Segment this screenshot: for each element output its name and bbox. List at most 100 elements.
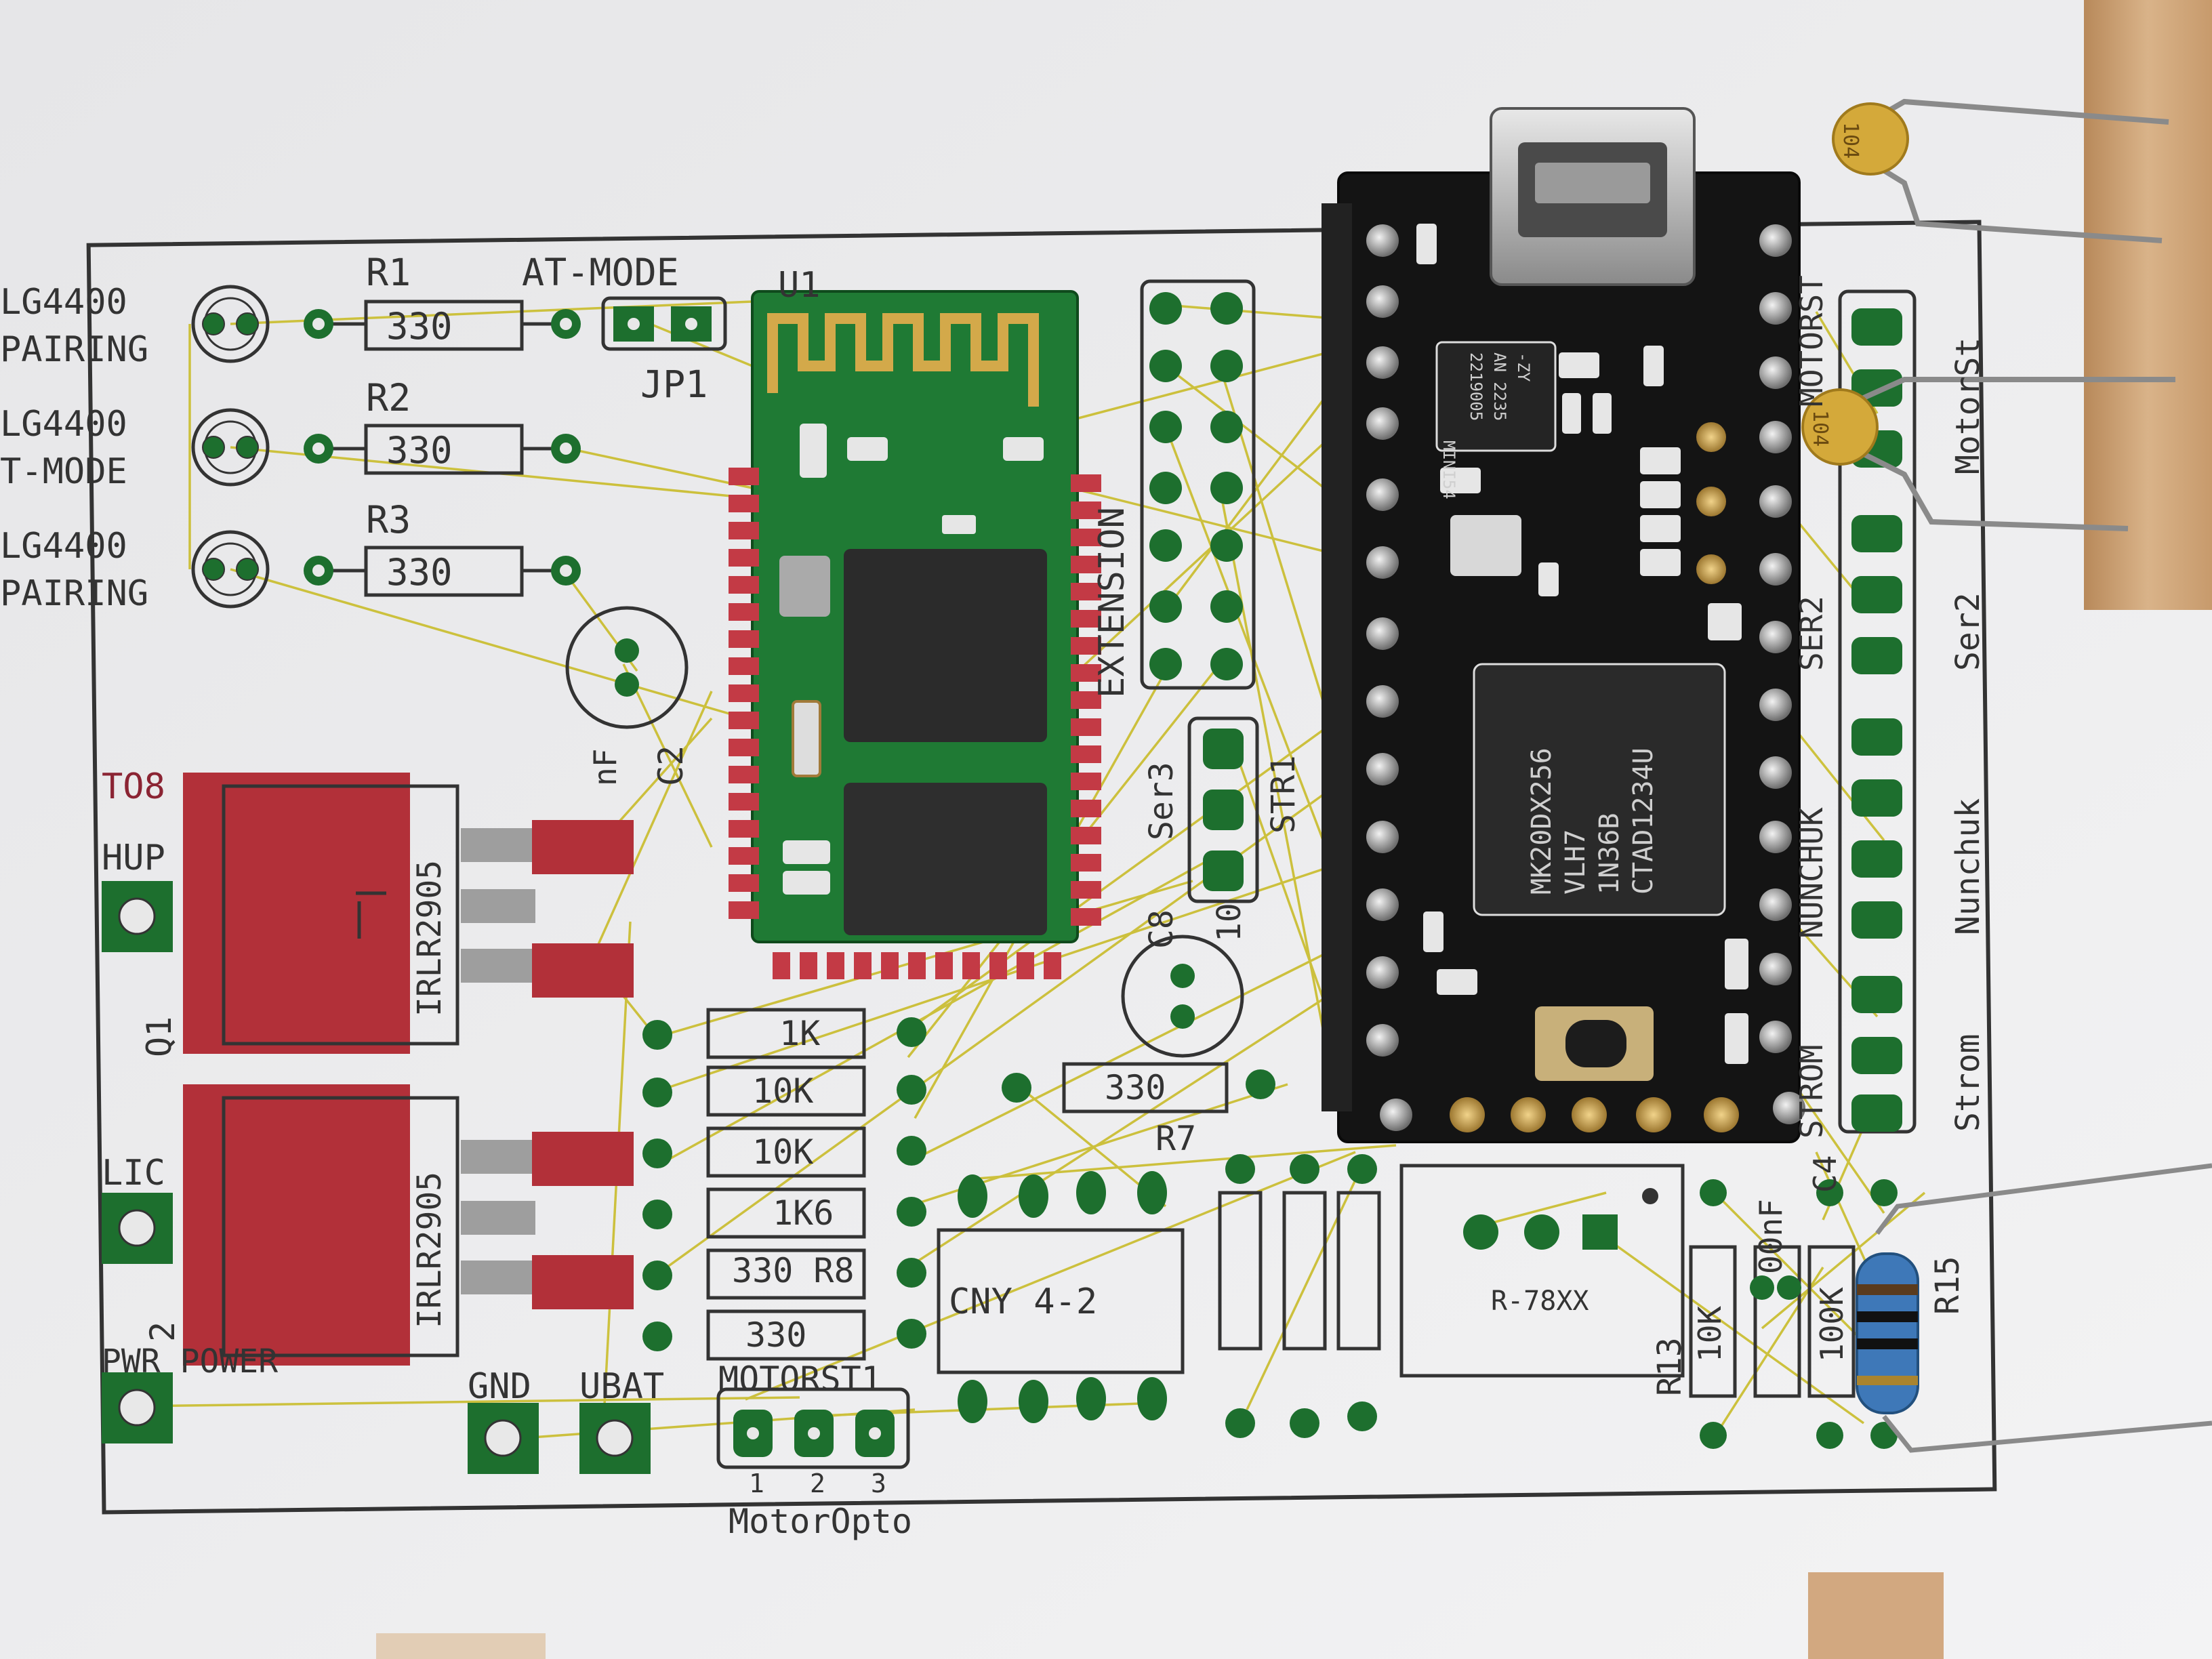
- r3-label: R3: [366, 498, 411, 541]
- ser2-label: Ser2: [1949, 592, 1987, 671]
- ser2-header-label: SER2: [1793, 596, 1830, 671]
- c2-value: nF: [587, 748, 623, 786]
- main-chip-line4: CTAD1234U: [1628, 747, 1659, 895]
- wood-block-left-bottom: [376, 1633, 546, 1659]
- led-1: [191, 285, 270, 363]
- terminal-hup: [102, 881, 173, 952]
- led2-label-part: LG4400: [0, 404, 127, 445]
- capacitor-c2: [565, 606, 689, 729]
- header-ser3: [1187, 716, 1259, 903]
- small-chip-line3: AN 2235: [1490, 352, 1509, 422]
- motorst-label: MotorSt: [1949, 337, 1987, 474]
- gnd-label: GND: [468, 1366, 531, 1407]
- led3-label-part: LG4400: [0, 526, 127, 567]
- r1-label: R1: [366, 251, 411, 294]
- q1-part-label: IRLR2905: [411, 859, 449, 1017]
- r3-value: 330: [386, 551, 453, 594]
- regulator-label: R-78XX: [1491, 1286, 1589, 1317]
- u1-label: U1: [778, 265, 821, 306]
- at-mode-label: AT-MODE: [522, 251, 679, 294]
- c8-value: 10: [1210, 903, 1248, 942]
- jumper-jp1: [601, 296, 727, 351]
- res-r8-label: 330 R8: [732, 1251, 855, 1290]
- r2-label: R2: [366, 376, 411, 419]
- led3-label-function: PAIRING: [0, 573, 149, 614]
- small-chip-line4: -ZY: [1514, 352, 1533, 382]
- terminal-ubat: [579, 1403, 651, 1474]
- regulator-r78xx: [1399, 1164, 1685, 1378]
- strom-label: Strom: [1949, 1033, 1987, 1132]
- str1-label: STR1: [1265, 755, 1303, 834]
- motoropto-pin3: 3: [871, 1469, 886, 1498]
- mosfet-q1: [183, 773, 634, 1054]
- r7-label: R7: [1155, 1119, 1197, 1158]
- resistor-r2: [304, 424, 581, 475]
- lic-label: LIC: [102, 1153, 165, 1193]
- resistor-r3: [304, 546, 581, 597]
- r7-value: 330: [1105, 1068, 1166, 1107]
- terminal-pwr: [102, 1372, 173, 1443]
- small-chip-line1: MINI54: [1439, 441, 1458, 499]
- hup-label: HUP: [102, 838, 165, 878]
- mosfet-q2: [183, 1084, 634, 1366]
- led-2: [191, 408, 270, 487]
- cap-mid-marking: 104: [1808, 410, 1832, 447]
- r2-value: 330: [386, 429, 453, 472]
- c4-value: 00nF: [1753, 1199, 1789, 1274]
- teensy-pins-right: [1696, 224, 1805, 1124]
- cny-label: CNY 4-2: [949, 1282, 1098, 1322]
- resistor-r13-group: [1689, 1179, 1898, 1449]
- resistor-stack: [706, 1008, 866, 1361]
- motoropto-pin2: 2: [810, 1469, 825, 1498]
- c2-label: C2: [651, 745, 691, 786]
- nunchuk-header-label: NUNCHUK: [1793, 807, 1830, 939]
- led1-label-function: PAIRING: [0, 329, 149, 370]
- jp1-label: JP1: [640, 363, 708, 406]
- r13-value: 10K: [1692, 1305, 1728, 1362]
- to8-label: TO8: [102, 766, 165, 807]
- capacitor-c8: [1121, 935, 1244, 1058]
- led-3: [191, 530, 270, 609]
- header-extension: [1140, 279, 1256, 690]
- r100k-value: 100K: [1814, 1287, 1850, 1362]
- res-10k-label: 10K: [752, 1071, 814, 1111]
- c8-label: C8: [1143, 909, 1181, 949]
- nunchuk-label: Nunchuk: [1949, 798, 1987, 935]
- through-hole-resistor: [1856, 1163, 2212, 1453]
- q2-label: 2: [143, 1321, 182, 1342]
- terminal-lic: [102, 1193, 173, 1264]
- c4-label: C4: [1807, 1155, 1843, 1193]
- header-motoropto: [716, 1387, 910, 1469]
- main-chip-line2: VLH7: [1560, 829, 1591, 895]
- r1-value: 330: [386, 305, 453, 348]
- resistor-vertical-group: [1218, 1154, 1381, 1438]
- ceramic-capacitor-mid: [1801, 377, 2175, 531]
- extension-label: EXTENSION: [1092, 507, 1132, 698]
- motorst1-label: MOTORST1: [718, 1359, 882, 1399]
- wood-block-bottom: [1808, 1572, 1944, 1659]
- motoropto-label: MotorOpto: [729, 1502, 912, 1541]
- bt-edge-pads: [729, 468, 1101, 979]
- small-chip-line2: 2219005: [1467, 352, 1486, 422]
- res-1k-label: 1K: [779, 1014, 821, 1053]
- teensy-board: [1322, 107, 1801, 1143]
- main-chip-line1: MK20DX256: [1526, 747, 1557, 895]
- teensy-pins-left: [1366, 224, 1412, 1131]
- res-1k6-label: 1K6: [773, 1193, 834, 1233]
- led2-label-function: T-MODE: [0, 451, 127, 492]
- q2-part-label: IRLR2905: [411, 1171, 449, 1328]
- cap-top-marking: 104: [1839, 122, 1862, 159]
- bluetooth-module: [751, 290, 1079, 943]
- ser3-label: Ser3: [1143, 762, 1181, 840]
- r15-label: R15: [1929, 1256, 1967, 1315]
- q1-label: Q1: [140, 1016, 179, 1057]
- motoropto-pin1: 1: [749, 1469, 764, 1498]
- wood-block: [2084, 0, 2212, 610]
- res-10k-b-label: 10K: [752, 1132, 814, 1172]
- r13-label: R13: [1651, 1337, 1689, 1396]
- resistor-r1: [304, 300, 581, 351]
- ceramic-capacitor-top: [1832, 98, 2169, 243]
- motorst-header-label: MOTORST: [1793, 275, 1830, 407]
- opto-cny: [937, 1171, 1185, 1423]
